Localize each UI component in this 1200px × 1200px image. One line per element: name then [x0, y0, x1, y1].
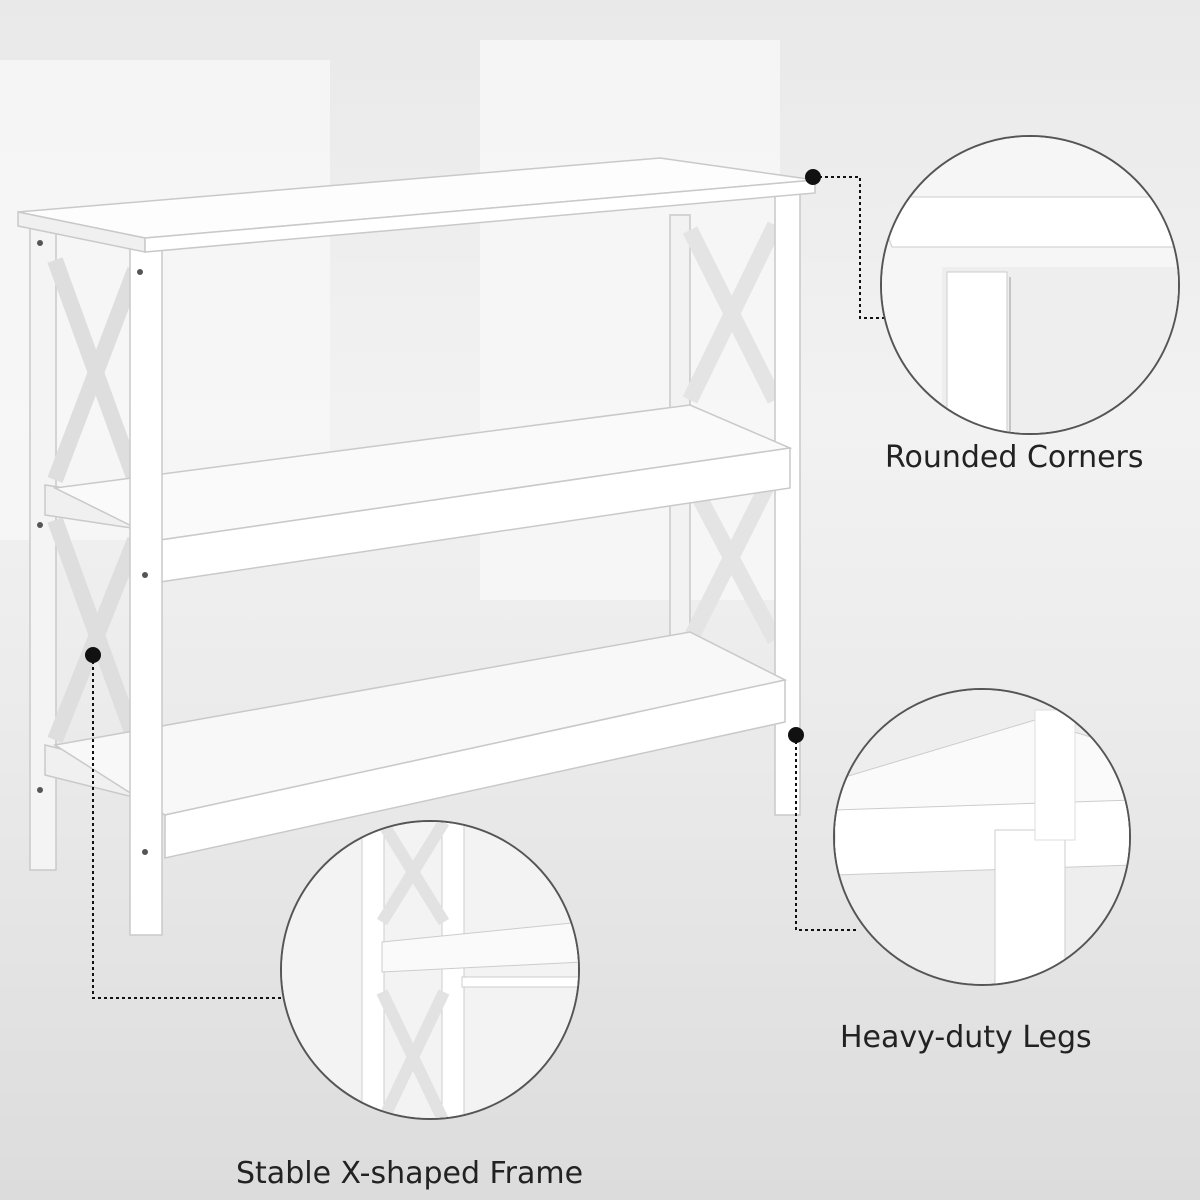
front-left-leg	[129, 244, 163, 936]
feature-label: Rounded Corners	[885, 440, 1144, 475]
detail-heavy-duty-legs	[833, 688, 1131, 986]
left-x-frame	[47, 257, 143, 743]
feature-label: Heavy-duty Legs	[840, 1020, 1092, 1055]
callout-dot	[805, 169, 821, 185]
detail-x-frame	[280, 820, 580, 1120]
callout-dot	[85, 647, 101, 663]
callout-rounded-corners	[813, 176, 885, 319]
right-x-frame	[682, 221, 783, 644]
callout-x-frame	[92, 655, 283, 999]
feature-label: Stable X-shaped Frame	[236, 1156, 584, 1191]
detail-rounded-corners	[880, 135, 1180, 435]
callout-heavy-duty-legs	[795, 735, 858, 931]
callout-dot	[788, 727, 804, 743]
